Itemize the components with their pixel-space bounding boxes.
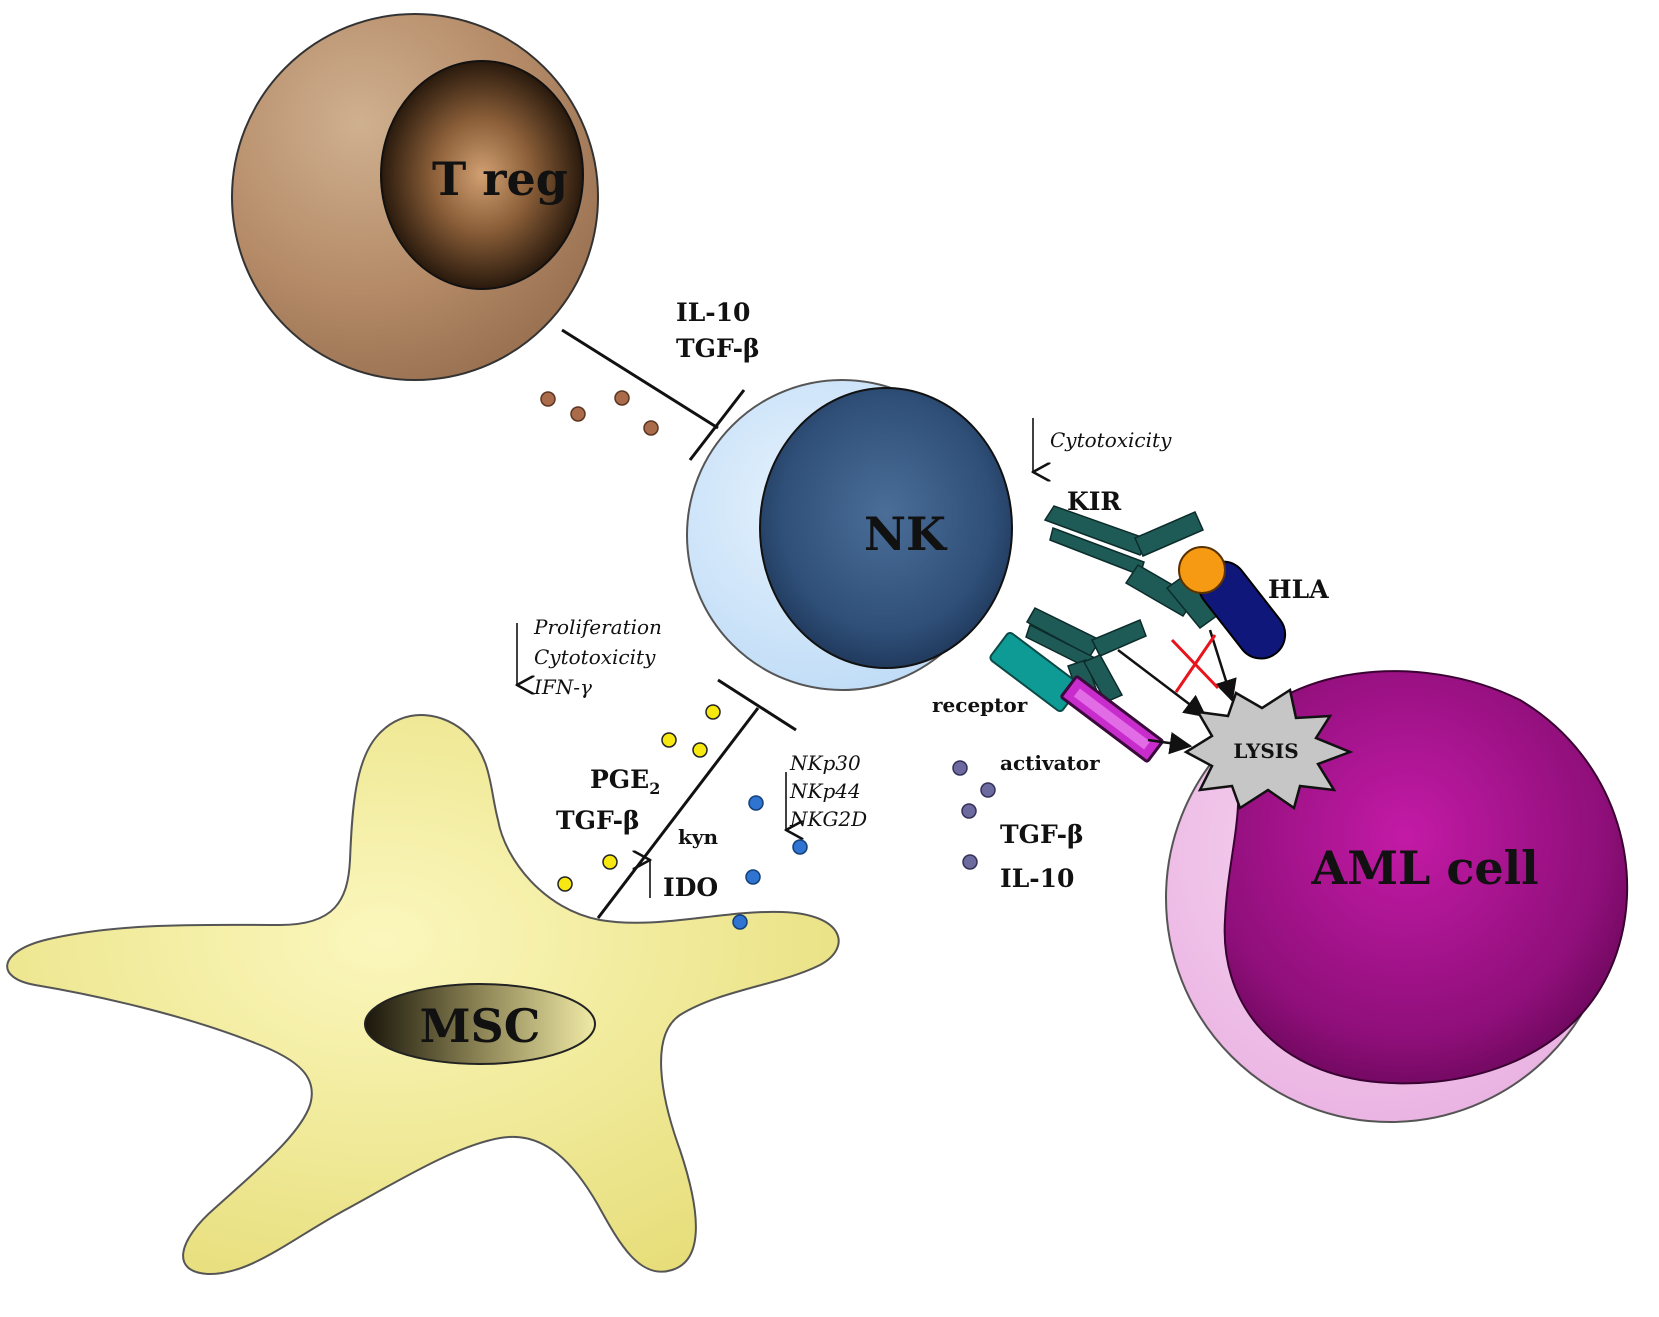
factor-kyn: kyn <box>678 825 718 849</box>
msc-blue-dots <box>732 795 808 930</box>
arrow-hla-to-lysis <box>1208 629 1237 703</box>
hla-peptide-icon <box>1178 546 1226 594</box>
effect-ifng: IFN-γ <box>533 675 592 699</box>
effect-cytotoxicity: Cytotoxicity <box>534 645 656 669</box>
nk-cell: NK <box>686 379 1013 691</box>
kir-label: KIR <box>1067 487 1121 516</box>
factor-tgfb-msc: TGF-β <box>556 806 640 835</box>
treg-factor-il10: IL-10 <box>676 298 750 327</box>
treg-secreted-dots <box>540 390 659 436</box>
receptor-label: receptor <box>932 693 1028 717</box>
msc-cell: MSC <box>6 714 840 1276</box>
arrow-kir-to-lysis <box>1117 649 1207 718</box>
effect-proliferation: Proliferation <box>533 615 662 639</box>
factor-ido: IDO <box>663 873 718 902</box>
treg-label: T reg <box>432 152 568 206</box>
arrow-activator-to-lysis <box>1147 731 1193 755</box>
kir-receptor-upper <box>1043 505 1220 630</box>
msc-inhibition <box>596 678 797 919</box>
receptor-nkp30: NKp30 <box>789 751 861 775</box>
block-x-icon <box>1170 634 1220 693</box>
treg-inhibition <box>561 328 746 461</box>
aml-factor-tgfb: TGF-β <box>1000 820 1084 849</box>
msc-label: MSC <box>420 999 541 1053</box>
lysis-burst-icon <box>1183 687 1354 811</box>
hla-molecule <box>1178 546 1287 660</box>
kir-receptor-lower <box>1025 607 1147 707</box>
activator-label: activator <box>1000 751 1100 775</box>
treg-cell: T reg <box>231 13 599 381</box>
nk-effect-cytotoxicity: Cytotoxicity <box>1050 428 1172 452</box>
receptor-nkp44: NKp44 <box>789 779 861 803</box>
aml-purple-dots <box>952 760 996 870</box>
aml-factor-il10: IL-10 <box>1000 864 1074 893</box>
msc-yellow-dots <box>557 704 721 892</box>
lysis-label: LYSIS <box>1233 739 1298 763</box>
aml-label: AML cell <box>1310 841 1538 895</box>
activating-receptor <box>989 631 1164 763</box>
nk-label: NK <box>864 507 948 561</box>
receptor-nkg2d: NKG2D <box>789 807 867 831</box>
hla-label: HLA <box>1268 575 1329 604</box>
factor-pge2: PGE2 <box>590 765 660 798</box>
treg-factor-tgfb: TGF-β <box>676 334 760 363</box>
